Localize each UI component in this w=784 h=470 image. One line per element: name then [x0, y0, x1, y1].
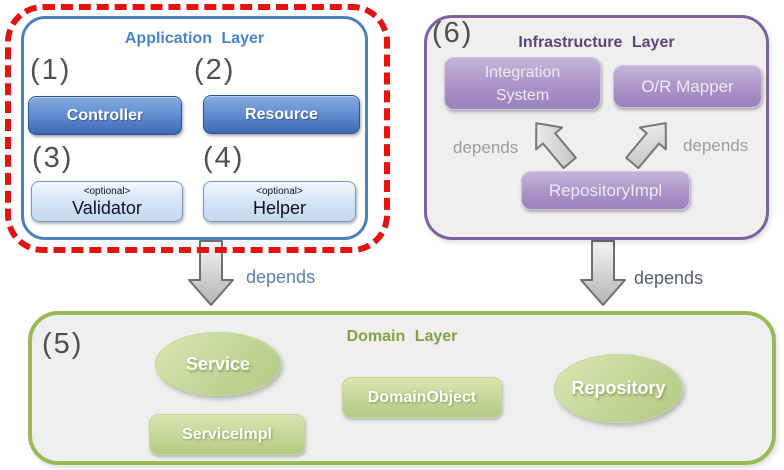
helper-box: <optional> Helper: [203, 181, 356, 222]
item-number-4: (4): [203, 142, 245, 174]
application-layer-title: Application Layer: [124, 30, 265, 47]
infrastructure-layer-title: Infrastructure Layer: [518, 34, 675, 51]
repositoryimpl-to-integration-arrow-icon: [535, 122, 577, 170]
validator-box: <optional> Validator: [31, 181, 183, 222]
validator-label: Validator: [72, 197, 142, 218]
item-number-5: (5): [42, 328, 84, 360]
helper-label: Helper: [252, 197, 307, 218]
repository-impl-box: RepositoryImpl: [521, 171, 690, 210]
infra-to-domain-arrow-icon: [580, 240, 626, 306]
infra-to-domain-depends-label: depends: [634, 268, 704, 288]
validator-optional-tag: <optional>: [83, 185, 131, 197]
integration-system-box: Integration System: [444, 57, 601, 110]
domain-layer-title: Domain Layer: [346, 328, 458, 345]
service-ellipse: Service: [155, 332, 281, 396]
repositoryimpl-to-ormapper-arrow-icon: [625, 122, 667, 170]
repository-ellipse: Repository: [554, 354, 683, 423]
item-number-2: (2): [194, 54, 236, 86]
item-number-3: (3): [32, 142, 74, 174]
infra-depends-left-label: depends: [453, 138, 519, 157]
app-to-domain-depends-label: depends: [246, 267, 316, 287]
service-impl-box: ServiceImpl: [149, 414, 305, 455]
or-mapper-box: O/R Mapper: [613, 65, 762, 108]
infra-depends-right-label: depends: [683, 136, 749, 155]
item-number-6: (6): [432, 17, 474, 49]
item-number-1: (1): [30, 54, 72, 86]
domain-object-box: DomainObject: [342, 377, 502, 418]
controller-box: Controller: [28, 96, 182, 135]
helper-optional-tag: <optional>: [256, 185, 303, 197]
resource-box: Resource: [203, 95, 360, 134]
app-to-domain-arrow-icon: [188, 240, 234, 306]
